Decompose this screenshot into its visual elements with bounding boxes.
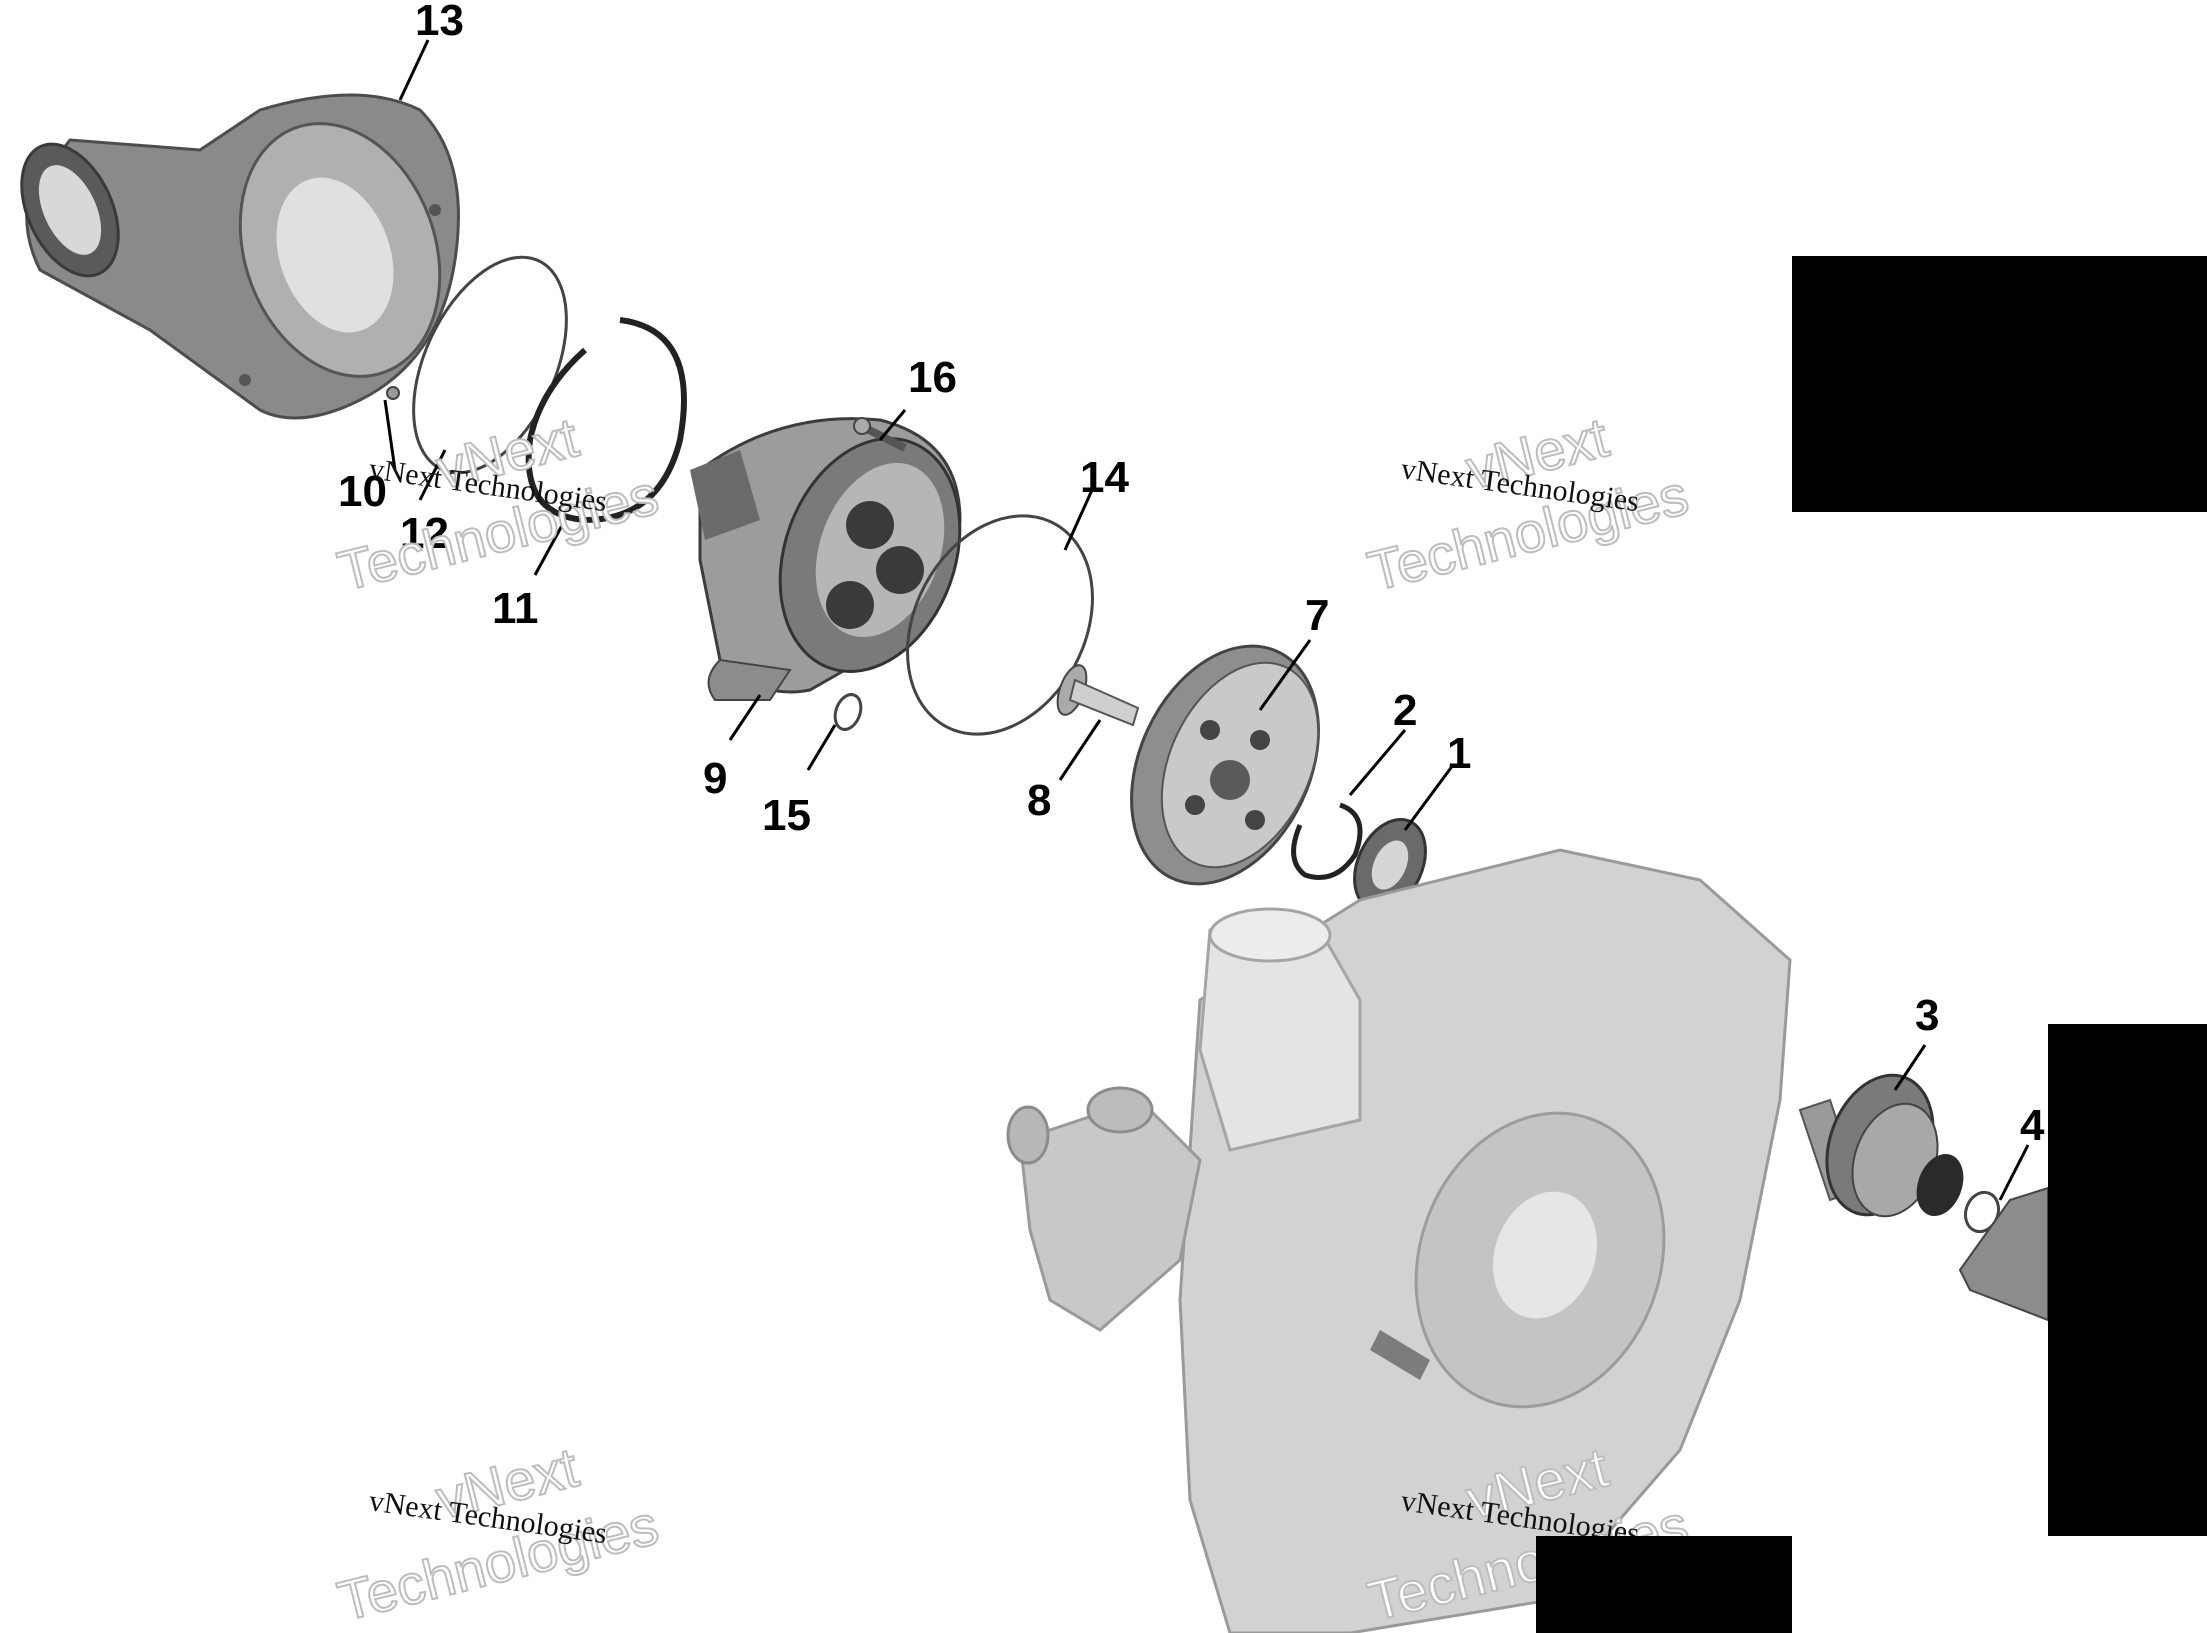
callout-7: 7 bbox=[1305, 591, 1329, 640]
callout-15: 15 bbox=[762, 791, 811, 840]
part-2-circlip bbox=[1291, 802, 1363, 880]
part-16-bolt bbox=[853, 417, 907, 452]
callout-8: 8 bbox=[1027, 776, 1051, 825]
part-8-shaft bbox=[1056, 664, 1140, 727]
callout-14: 14 bbox=[1080, 453, 1129, 502]
crankcase-assembly bbox=[1006, 848, 1792, 1633]
part-3-shaft-gear bbox=[1798, 1073, 1964, 1218]
cover-fragment bbox=[1958, 1186, 2049, 1322]
part-14-large-o-ring bbox=[906, 514, 1094, 736]
part-15-small-o-ring bbox=[833, 693, 863, 731]
redaction-block-mid-right bbox=[2048, 1024, 2207, 1536]
part-7-gear bbox=[1130, 644, 1320, 886]
callout-2: 2 bbox=[1393, 686, 1417, 735]
part-11-snap-ring bbox=[525, 317, 687, 524]
part-13-pump-housing bbox=[20, 93, 460, 420]
callout-10: 10 bbox=[338, 467, 387, 516]
callout-labels: 13 16 14 10 12 11 7 2 1 9 15 8 3 4 bbox=[338, 0, 2045, 1150]
part-9-water-pump bbox=[690, 417, 962, 701]
callout-11: 11 bbox=[492, 584, 539, 633]
leader-lines bbox=[383, 39, 2030, 1201]
callout-3: 3 bbox=[1915, 991, 1939, 1040]
callout-9: 9 bbox=[703, 754, 727, 803]
redaction-block-top-right bbox=[1792, 256, 2207, 512]
part-10-pin bbox=[386, 386, 400, 400]
callout-12: 12 bbox=[400, 509, 449, 558]
callout-16: 16 bbox=[908, 353, 957, 402]
callout-4: 4 bbox=[2020, 1101, 2045, 1150]
callout-1: 1 bbox=[1447, 729, 1471, 778]
watermark-top-left: vNext Technologies bbox=[331, 404, 665, 604]
redaction-block-bottom bbox=[1536, 1536, 1792, 1633]
callout-13: 13 bbox=[415, 0, 464, 45]
